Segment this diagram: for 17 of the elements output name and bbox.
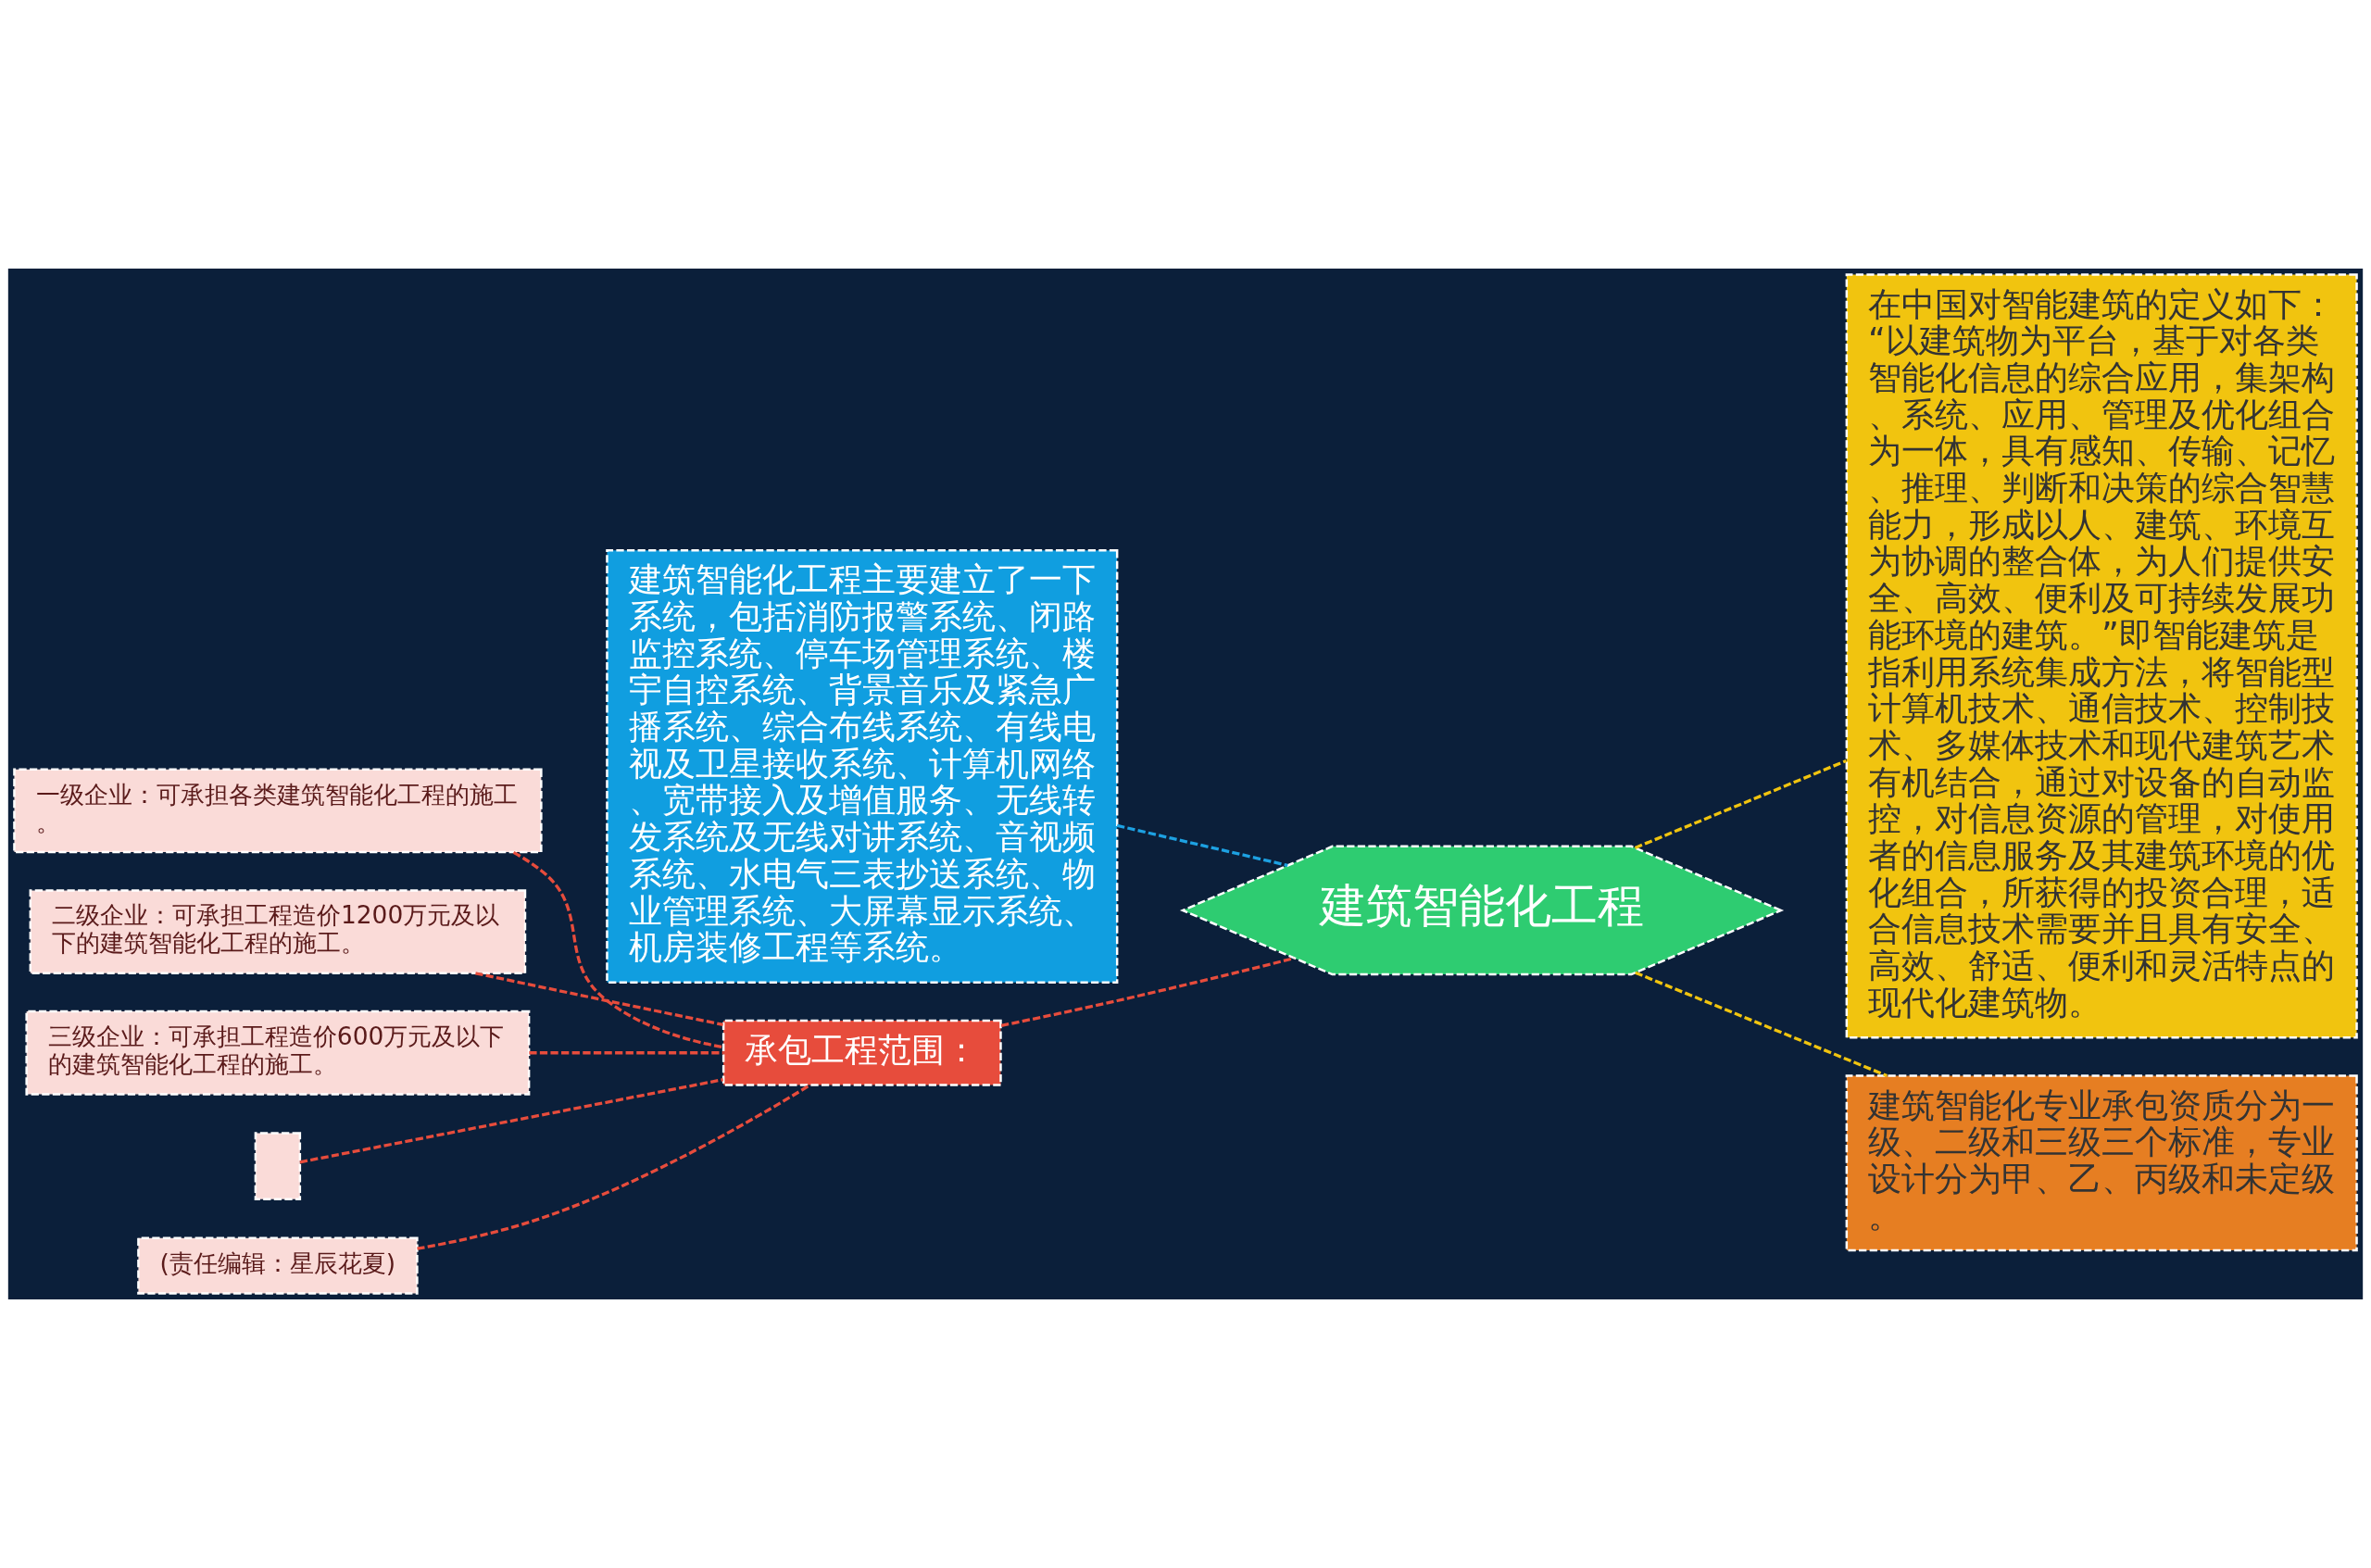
connector [1635, 971, 1888, 1078]
node-box: 在中国对智能建筑的定义如下：“以建筑物为平台，基于对各类智能化信息的综合应用，集架构、系统、应用、管理及优化组合为一体，具有感知、传输、记忆、推理、判断和决策的综合智慧能力，形成以人、建筑、环境互为协调的整合体，为人们提供安全、高效、便利及可持续发展功能环境的建筑。”即智能建筑是指利用系统集成方法，将智能型计算机技术、通信技术、控制技术、多媒体技术和现代建筑艺术有机结合，通过对设备的自动监控，对信息资源的管理，对使用者的信息服务及其建筑环境的优化组合，所获得的投资合理，适合信息技术需要并且具有安全、高效、舒适、便利和灵活特点的现代化建筑物。 [1845, 273, 2358, 1039]
connector [1116, 823, 1288, 867]
node-box [254, 1132, 302, 1200]
connector [417, 1084, 811, 1250]
node-box: 建筑智能化工程主要建立了一下系统，包括消防报警系统、闭路监控系统、停车场管理系统、楼宇自控系统、背景音乐及紧急广播系统、综合布线系统、有线电视及卫星接收系统、计算机网络、宽带接入及增值服务、无线转发系统及无线对讲系统、音视频系统、水电气三表抄送系统、物业管理系统、大屏幕显示系统、机房装修工程等系统。 [606, 549, 1119, 984]
connector [1634, 759, 1848, 849]
node-box: 建筑智能化专业承包资质分为一级、二级和三级三个标准，专业设计分为甲、乙、丙级和未定级。 [1845, 1074, 2358, 1252]
node-box: 二级企业：可承担工程造价1200万元及以下的建筑智能化工程的施工。 [29, 889, 527, 974]
node-box: 三级企业：可承担工程造价600万元及以下的建筑智能化工程的施工。 [25, 1010, 531, 1096]
connector [475, 972, 724, 1026]
connector [299, 1078, 723, 1164]
node-box: 一级企业：可承担各类建筑智能化工程的施工。 [13, 768, 543, 854]
connector [512, 850, 723, 1049]
connector [529, 1051, 724, 1055]
node-box: 承包工程范围： [721, 1019, 1002, 1086]
node-box: (责任编辑：星辰花夏) [137, 1236, 419, 1295]
